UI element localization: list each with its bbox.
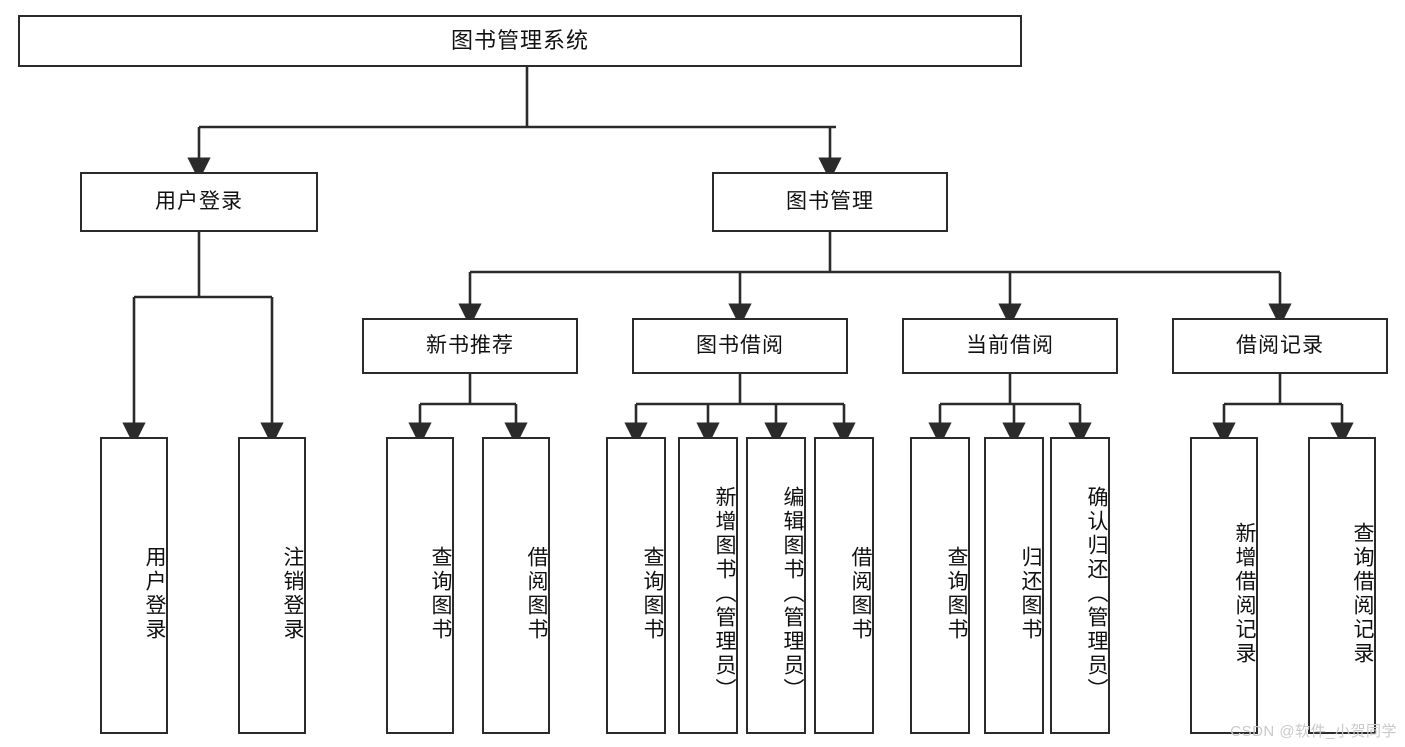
node-book-management-label: 图书管理 bbox=[786, 189, 874, 213]
leaf-return-book[interactable]: 归还图书 bbox=[984, 437, 1044, 734]
leaf-query-book-current-loan[interactable]: 查询图书 bbox=[910, 437, 970, 734]
leaf-add-book-label: 新增图书（管理员） bbox=[713, 485, 736, 702]
leaf-query-loan-record-label: 查询借阅记录 bbox=[1351, 521, 1374, 666]
node-user-login-label: 用户登录 bbox=[155, 189, 243, 213]
leaf-query-book-current-loan-label: 查询图书 bbox=[945, 545, 968, 642]
leaf-return-book-label: 归还图书 bbox=[1019, 545, 1042, 642]
leaf-add-book[interactable]: 新增图书（管理员） bbox=[678, 437, 738, 734]
leaf-edit-book-label: 编辑图书（管理员） bbox=[781, 485, 804, 702]
node-loan-record-label: 借阅记录 bbox=[1236, 333, 1324, 357]
node-root-label: 图书管理系统 bbox=[450, 28, 589, 54]
node-book-borrow-label: 图书借阅 bbox=[696, 333, 784, 357]
leaf-borrow-book[interactable]: 借阅图书 bbox=[814, 437, 874, 734]
node-new-book-recommendation-label: 新书推荐 bbox=[426, 333, 514, 357]
leaf-query-book-borrow-label: 查询图书 bbox=[641, 545, 664, 642]
node-new-book-recommendation[interactable]: 新书推荐 bbox=[362, 318, 578, 374]
node-user-login[interactable]: 用户登录 bbox=[80, 172, 318, 232]
leaf-borrow-book-recommendation[interactable]: 借阅图书 bbox=[482, 437, 550, 734]
leaf-confirm-return[interactable]: 确认归还（管理员） bbox=[1050, 437, 1110, 734]
leaf-add-loan-record-label: 新增借阅记录 bbox=[1233, 521, 1256, 666]
leaf-user-login-label: 用户登录 bbox=[143, 545, 166, 642]
leaf-query-book-recommendation[interactable]: 查询图书 bbox=[386, 437, 454, 734]
leaf-user-login[interactable]: 用户登录 bbox=[100, 437, 168, 734]
node-root[interactable]: 图书管理系统 bbox=[18, 15, 1022, 67]
leaf-user-logout[interactable]: 注销登录 bbox=[238, 437, 306, 734]
leaf-user-logout-label: 注销登录 bbox=[281, 545, 304, 642]
node-current-loan[interactable]: 当前借阅 bbox=[902, 318, 1118, 374]
leaf-query-book-recommendation-label: 查询图书 bbox=[429, 545, 452, 642]
node-current-loan-label: 当前借阅 bbox=[966, 333, 1054, 357]
node-book-borrow[interactable]: 图书借阅 bbox=[632, 318, 848, 374]
node-book-management[interactable]: 图书管理 bbox=[712, 172, 948, 232]
node-loan-record[interactable]: 借阅记录 bbox=[1172, 318, 1388, 374]
leaf-edit-book[interactable]: 编辑图书（管理员） bbox=[746, 437, 806, 734]
leaf-add-loan-record[interactable]: 新增借阅记录 bbox=[1190, 437, 1258, 734]
leaf-confirm-return-label: 确认归还（管理员） bbox=[1085, 485, 1108, 702]
leaf-borrow-book-label: 借阅图书 bbox=[849, 545, 872, 642]
leaf-borrow-book-recommendation-label: 借阅图书 bbox=[525, 545, 548, 642]
leaf-query-book-borrow[interactable]: 查询图书 bbox=[606, 437, 666, 734]
leaf-query-loan-record[interactable]: 查询借阅记录 bbox=[1308, 437, 1376, 734]
